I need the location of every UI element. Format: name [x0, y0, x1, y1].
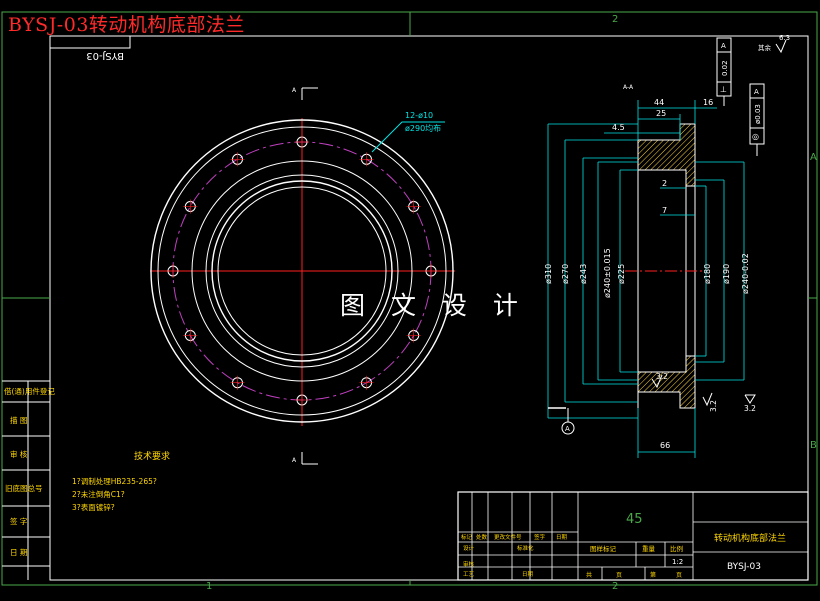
left-strip: [2, 380, 50, 580]
section-label: A-A: [623, 84, 634, 91]
tol-datum-1: A: [721, 42, 726, 50]
tb-weight-label: 重量: [642, 545, 656, 553]
tol-datum-2: A: [754, 88, 759, 96]
mirrored-code: BYSJ-03: [86, 50, 124, 61]
general-roughness: 其余 6.3: [758, 34, 790, 54]
tb-sheet-2: 第: [650, 571, 656, 579]
note-item-1: 2?未注倒角C1?: [72, 489, 125, 499]
dim-44: 44: [654, 98, 664, 107]
tb-row-label-2: 更改文件号: [494, 533, 522, 541]
tol-symbol-2: ◎: [752, 132, 759, 141]
tb-scale-value: 1:2: [672, 558, 683, 566]
tb-sheet-0: 共: [586, 571, 592, 579]
watermark: 图 文 设 计: [340, 291, 527, 320]
tb-person-0: 设计: [463, 544, 475, 552]
datum-a-circle: [561, 421, 575, 435]
title-overlay: BYSJ-03转动机构底部法兰: [8, 14, 245, 36]
dia-225: ø225: [617, 264, 626, 284]
strip-label-4: 签 字: [10, 516, 27, 526]
dim-66: 66: [660, 441, 670, 450]
tb-material: 45: [626, 512, 643, 527]
dia-180: ø180: [703, 264, 712, 284]
roughness-1: 3.2: [656, 372, 668, 381]
mirrored-code-box: BYSJ-03: [49, 35, 131, 61]
tb-person-4: 日期: [522, 571, 534, 578]
bolt-holes: [166, 135, 438, 407]
grid-col-bottom-left: 1: [206, 581, 212, 592]
dim-16: 16: [703, 98, 713, 107]
tb-row-label-0: 标记: [461, 533, 473, 541]
title-block: [457, 491, 809, 581]
tolerance-frame-2: A ø0.03 ◎: [749, 83, 765, 156]
note-item-0: 1?调制处理HB235-265?: [72, 476, 157, 486]
tb-person-3: 工艺: [463, 571, 475, 578]
dim-7: 7: [662, 206, 667, 215]
rough-other-note: 其余: [758, 43, 772, 52]
dia-310: ø310: [544, 264, 553, 284]
datum-a: A: [565, 425, 570, 433]
tol-value-1: 0.02: [721, 60, 729, 76]
tb-sheet-1: 页: [616, 572, 622, 579]
section-mark-top: A: [292, 87, 297, 94]
tb-stage-label: 图样标记: [590, 544, 617, 553]
dia-240b: ø240-0.02: [741, 253, 750, 294]
strip-label-5: 日 期: [10, 548, 27, 557]
tolerance-frame-1: A 0.02 ⊥: [716, 37, 732, 106]
tb-part-name: 转动机构底部法兰: [714, 532, 786, 544]
tb-row-label-3: 签字: [534, 533, 546, 541]
notes-heading: 技术要求: [134, 450, 170, 462]
roughness-2: 3.2: [709, 400, 718, 412]
tol-symbol-1: ⊥: [720, 85, 727, 94]
section-mark-bottom: A: [292, 457, 297, 464]
dia-190: ø190: [722, 264, 731, 284]
roughness-3: 3.2: [744, 404, 756, 413]
rough-other: 6.3: [779, 34, 790, 42]
strip-label-2: 审 核: [10, 449, 28, 459]
grid-col-bottom: 2: [612, 581, 618, 592]
tb-person-1: 标准化: [517, 544, 534, 552]
strip-label-0: 借(通)用件登记: [4, 386, 55, 396]
note-item-2: 3?表面镀锌?: [72, 502, 115, 512]
tb-row-label-1: 处数: [476, 533, 488, 541]
dia-243: ø243: [579, 264, 588, 284]
strip-label-1: 描 图: [10, 415, 27, 425]
section-view: A-A 44 16 25 4.5: [544, 34, 790, 458]
dim-2: 2: [662, 179, 667, 188]
tb-person-2: 审核: [463, 560, 475, 568]
tb-sheet-3: 页: [676, 572, 682, 579]
technical-notes: 技术要求 1?调制处理HB235-265? 2?未注倒角C1? 3?表面镀锌?: [72, 450, 170, 512]
grid-col-top: 2: [612, 14, 618, 25]
tol-value-2: ø0.03: [754, 104, 762, 124]
strip-label-3: 旧底图总号: [5, 483, 43, 493]
hole-note: 12-ø10: [405, 111, 433, 120]
tb-row-label-4: 日期: [556, 534, 568, 541]
dim-45: 4.5: [612, 123, 625, 132]
tb-scale-label: 比例: [670, 544, 683, 553]
tb-drawing-no: BYSJ-03: [727, 562, 761, 572]
front-view: A A 12-ø10 ø290均布: [150, 87, 455, 465]
dia-270: ø270: [561, 264, 570, 284]
grid-row-a: A: [810, 152, 817, 163]
drawing-frame: [1, 11, 818, 586]
grid-row-b: B: [810, 440, 817, 451]
dim-25: 25: [656, 109, 666, 118]
dia-240: ø240±0.015: [603, 248, 612, 298]
bolt-circle-note: ø290均布: [405, 123, 441, 133]
